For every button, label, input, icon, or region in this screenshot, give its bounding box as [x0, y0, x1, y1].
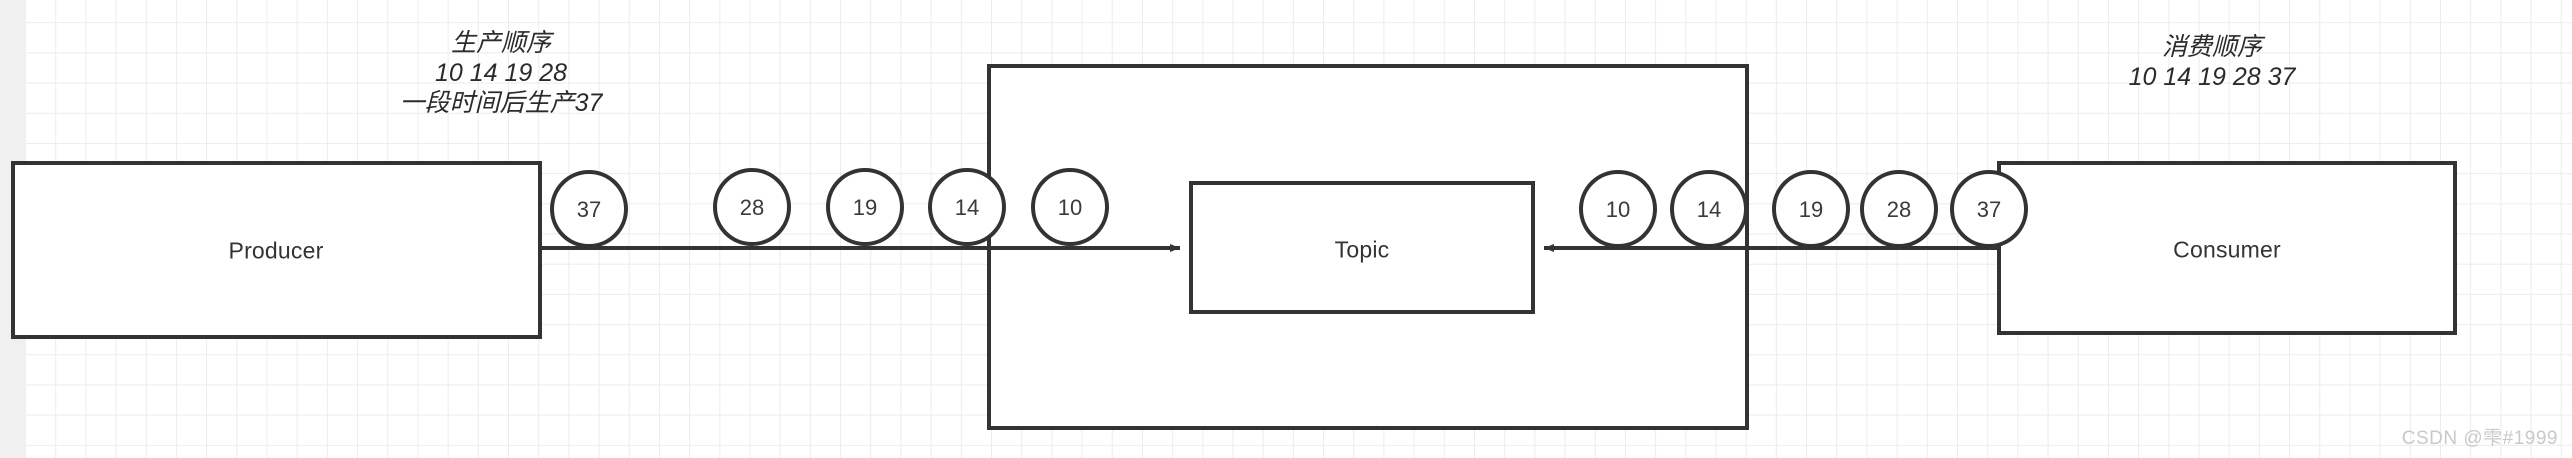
producer-note: 生产顺序 10 14 19 28 一段时间后生产37 [400, 28, 603, 118]
consumer-label: Consumer [2173, 236, 2281, 263]
produce-bubble [928, 168, 1006, 246]
produce-bubble-value: 10 [1057, 195, 1083, 220]
consume-bubble-value: 28 [1886, 197, 1912, 222]
consume-bubble-value: 10 [1605, 197, 1631, 222]
produce-bubble [550, 170, 628, 248]
produce-bubble-value: 37 [576, 197, 602, 222]
consume-bubble-value: 37 [1976, 197, 2002, 222]
produce-bubble [1031, 168, 1109, 246]
produce-bubble-value: 14 [954, 195, 980, 220]
consume-bubble-value: 14 [1696, 197, 1722, 222]
consume-bubble-value: 19 [1798, 197, 1824, 222]
consumer-box[interactable] [1997, 161, 2457, 335]
consume-bubble [1772, 170, 1850, 248]
consume-bubble [1670, 170, 1748, 248]
consumer-note: 消费顺序 10 14 19 28 37 [2129, 32, 2296, 92]
topic-box[interactable] [1189, 181, 1535, 314]
watermark-text: CSDN @雫#1999 [2401, 428, 2558, 449]
consumer-note-line-1: 消费顺序 [2161, 33, 2263, 61]
topic-label: Topic [1334, 236, 1390, 263]
consumer-note-line-2: 10 14 19 28 37 [2128, 63, 2296, 91]
produce-bubble [713, 168, 791, 246]
producer-note-line-3: 一段时间后生产37 [399, 89, 603, 117]
produce-bubble [826, 168, 904, 246]
producer-note-line-1: 生产顺序 [450, 29, 551, 57]
producer-label: Producer [228, 237, 324, 264]
consume-bubble [1579, 170, 1657, 248]
consume-bubble [1950, 170, 2028, 248]
consume-bubble [1860, 170, 1938, 248]
produce-bubble-value: 28 [739, 195, 765, 220]
produce-bubble-group [550, 168, 1109, 248]
producer-note-line-2: 10 14 19 28 [434, 59, 568, 87]
consume-bubble-group [1579, 170, 2028, 248]
produce-bubble-value: 19 [852, 195, 878, 220]
